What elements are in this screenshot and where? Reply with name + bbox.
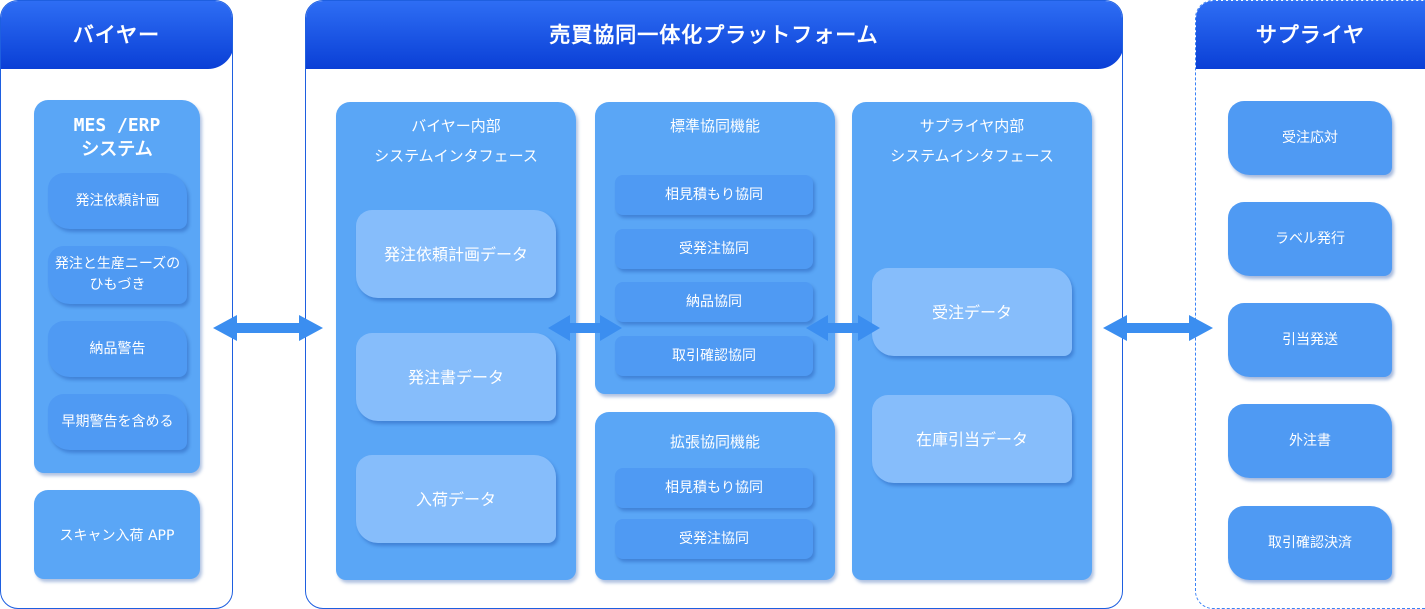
supplier-item-transaction-settlement[interactable]: 取引確認決済 <box>1228 506 1392 580</box>
supplier-internal-title-1: サプライヤ内部 <box>919 117 1025 135</box>
extended-collaboration-title: 拡張協同機能 <box>669 433 760 451</box>
buyer-data-purchase-order[interactable]: 発注書データ <box>356 333 556 421</box>
buyer-internal-title-2: システムインタフェース <box>374 147 538 165</box>
arrow-buyer-platform-icon <box>213 315 323 341</box>
supplier-item-allocate-ship[interactable]: 引当発送 <box>1228 303 1392 377</box>
standard-item-quotation[interactable]: 相見積もり協同 <box>615 175 813 215</box>
standard-collaboration-title: 標準協同機能 <box>669 117 760 135</box>
supplier-data-received-order[interactable]: 受注データ <box>872 268 1072 356</box>
arrow-buyer-interface-standard-icon <box>548 315 622 341</box>
mes-item-order-request-plan[interactable]: 発注依頼計画 <box>48 173 187 229</box>
extended-item-order[interactable]: 受発注協同 <box>615 519 813 559</box>
arrow-platform-supplier-icon <box>1103 315 1213 341</box>
mes-item-early-warning[interactable]: 早期警告を含める <box>48 394 187 450</box>
supplier-item-outsource-order[interactable]: 外注書 <box>1228 404 1392 478</box>
mes-item-order-production-link[interactable]: 発注と生産ニーズのひもづき <box>48 246 187 304</box>
buyer-header: バイヤー <box>1 1 232 69</box>
standard-item-delivery[interactable]: 納品協同 <box>615 282 813 322</box>
buyer-internal-title-1: バイヤー内部 <box>411 117 501 135</box>
buyer-data-order-request-plan[interactable]: 発注依頼計画データ <box>356 210 556 298</box>
mes-erp-block: MES /ERP システム 発注依頼計画 発注と生産ニーズのひもづき 納品警告 … <box>34 100 200 473</box>
extended-item-quotation[interactable]: 相見積もり協同 <box>615 468 813 508</box>
mes-erp-title: MES /ERP システム <box>73 115 161 160</box>
scan-app-block[interactable]: スキャン入荷 APP <box>34 490 200 579</box>
supplier-internal-interface-block: サプライヤ内部 システムインタフェース 受注データ 在庫引当データ <box>852 102 1092 580</box>
buyer-internal-interface-block: バイヤー内部 システムインタフェース 発注依頼計画データ 発注書データ 入荷デー… <box>336 102 576 580</box>
supplier-item-label-issue[interactable]: ラベル発行 <box>1228 202 1392 276</box>
arrow-standard-supplier-interface-icon <box>806 315 880 341</box>
supplier-data-inventory-allocation[interactable]: 在庫引当データ <box>872 395 1072 483</box>
standard-item-transaction-confirm[interactable]: 取引確認協同 <box>615 336 813 376</box>
platform-header: 売買協同一体化プラットフォーム <box>306 1 1122 69</box>
mes-item-delivery-warning[interactable]: 納品警告 <box>48 321 187 377</box>
buyer-data-receiving[interactable]: 入荷データ <box>356 455 556 543</box>
platform-panel: 売買協同一体化プラットフォーム バイヤー内部 システムインタフェース 発注依頼計… <box>305 0 1123 609</box>
supplier-panel: サプライヤ 受注応対 ラベル発行 引当発送 外注書 取引確認決済 <box>1195 0 1425 609</box>
supplier-internal-title-2: システムインタフェース <box>890 147 1054 165</box>
supplier-item-order-response[interactable]: 受注応対 <box>1228 101 1392 175</box>
standard-collaboration-block: 標準協同機能 相見積もり協同 受発注協同 納品協同 取引確認協同 <box>595 102 835 394</box>
standard-item-order[interactable]: 受発注協同 <box>615 229 813 269</box>
buyer-panel: バイヤー MES /ERP システム 発注依頼計画 発注と生産ニーズのひもづき … <box>0 0 233 609</box>
scan-app-label: スキャン入荷 APP <box>59 527 175 544</box>
supplier-header: サプライヤ <box>1196 1 1425 69</box>
extended-collaboration-block: 拡張協同機能 相見積もり協同 受発注協同 <box>595 412 835 580</box>
